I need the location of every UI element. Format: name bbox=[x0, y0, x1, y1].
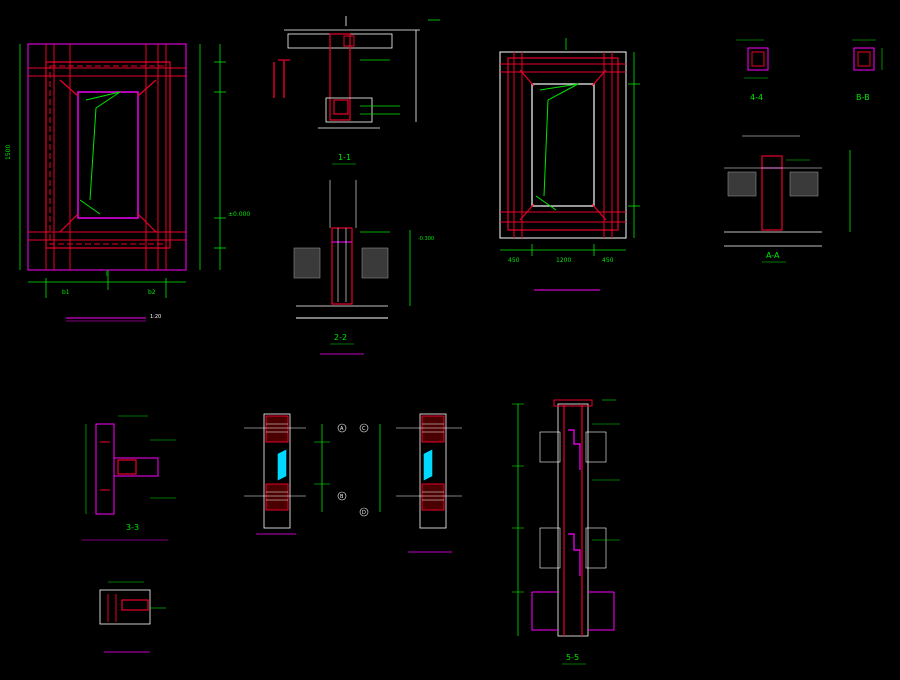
wall-plan-1-group: A B bbox=[244, 413, 347, 535]
plan-2-dim-450-right: 450 bbox=[602, 257, 614, 264]
section-5-5-group: 5-5 bbox=[512, 399, 620, 665]
plan-1-dim-l: l bbox=[106, 271, 108, 278]
plan-2-dim-450-left: 450 bbox=[508, 257, 520, 264]
plan-1-dim-1500: 1500 bbox=[5, 145, 12, 160]
section-a-a-label: A-A bbox=[766, 251, 780, 260]
plan-2-opening bbox=[531, 83, 595, 207]
plan-1-elev: ±0.000 bbox=[228, 211, 250, 218]
plan-2-frame bbox=[499, 51, 627, 239]
plan-1-frame bbox=[27, 43, 187, 271]
wall-plan-2-axis-c-label: C bbox=[362, 426, 366, 432]
wall-plan-1-axis-b-label: B bbox=[340, 494, 344, 500]
section-2-2-elev: -0.300 bbox=[418, 236, 434, 242]
section-3-3-label: 3-3 bbox=[126, 523, 139, 532]
section-b-b-label: B-B bbox=[856, 93, 870, 102]
wall-plan-1-axis-b bbox=[337, 491, 347, 501]
plan-1-dim-b1: b1 bbox=[62, 289, 70, 296]
detail-small-group bbox=[99, 581, 166, 653]
wall-plan-1-axis-a bbox=[337, 423, 347, 433]
section-2-2-label: 2-2 bbox=[334, 333, 347, 342]
section-3-3-group: 3-3 bbox=[82, 415, 176, 541]
plan-1-group: b1 b2 l 1500 ±0.000 1:20 bbox=[5, 43, 250, 322]
section-a-a-group: A-A bbox=[724, 135, 851, 263]
section-5-5-label: 5-5 bbox=[566, 653, 579, 662]
plan-2-dim-1200: 1200 bbox=[556, 257, 571, 264]
wall-plan-2-group: C D bbox=[359, 413, 462, 553]
section-1-1-label: 1-1 bbox=[338, 153, 351, 162]
plan-2-group: 450 1200 450 bbox=[499, 38, 640, 291]
section-2-2-group: 2-2 -0.300 bbox=[293, 180, 434, 355]
section-b-b-group: B-B bbox=[852, 39, 883, 102]
wall-plan-1-axis-a-label: A bbox=[340, 426, 344, 432]
wall-plan-2-axis-d-label: D bbox=[362, 510, 366, 516]
plan-1-opening bbox=[77, 91, 139, 219]
section-1-1-group: 1-1 bbox=[273, 16, 440, 165]
wall-plan-2-axis-d bbox=[359, 507, 369, 517]
plan-1-dim-b2: b2 bbox=[148, 289, 156, 296]
plan-1-scale: 1:20 bbox=[150, 314, 161, 320]
section-4-4-group: 4-4 bbox=[736, 39, 769, 102]
wall-plan-2-axis-c bbox=[359, 423, 369, 433]
section-4-4-label: 4-4 bbox=[750, 93, 763, 102]
